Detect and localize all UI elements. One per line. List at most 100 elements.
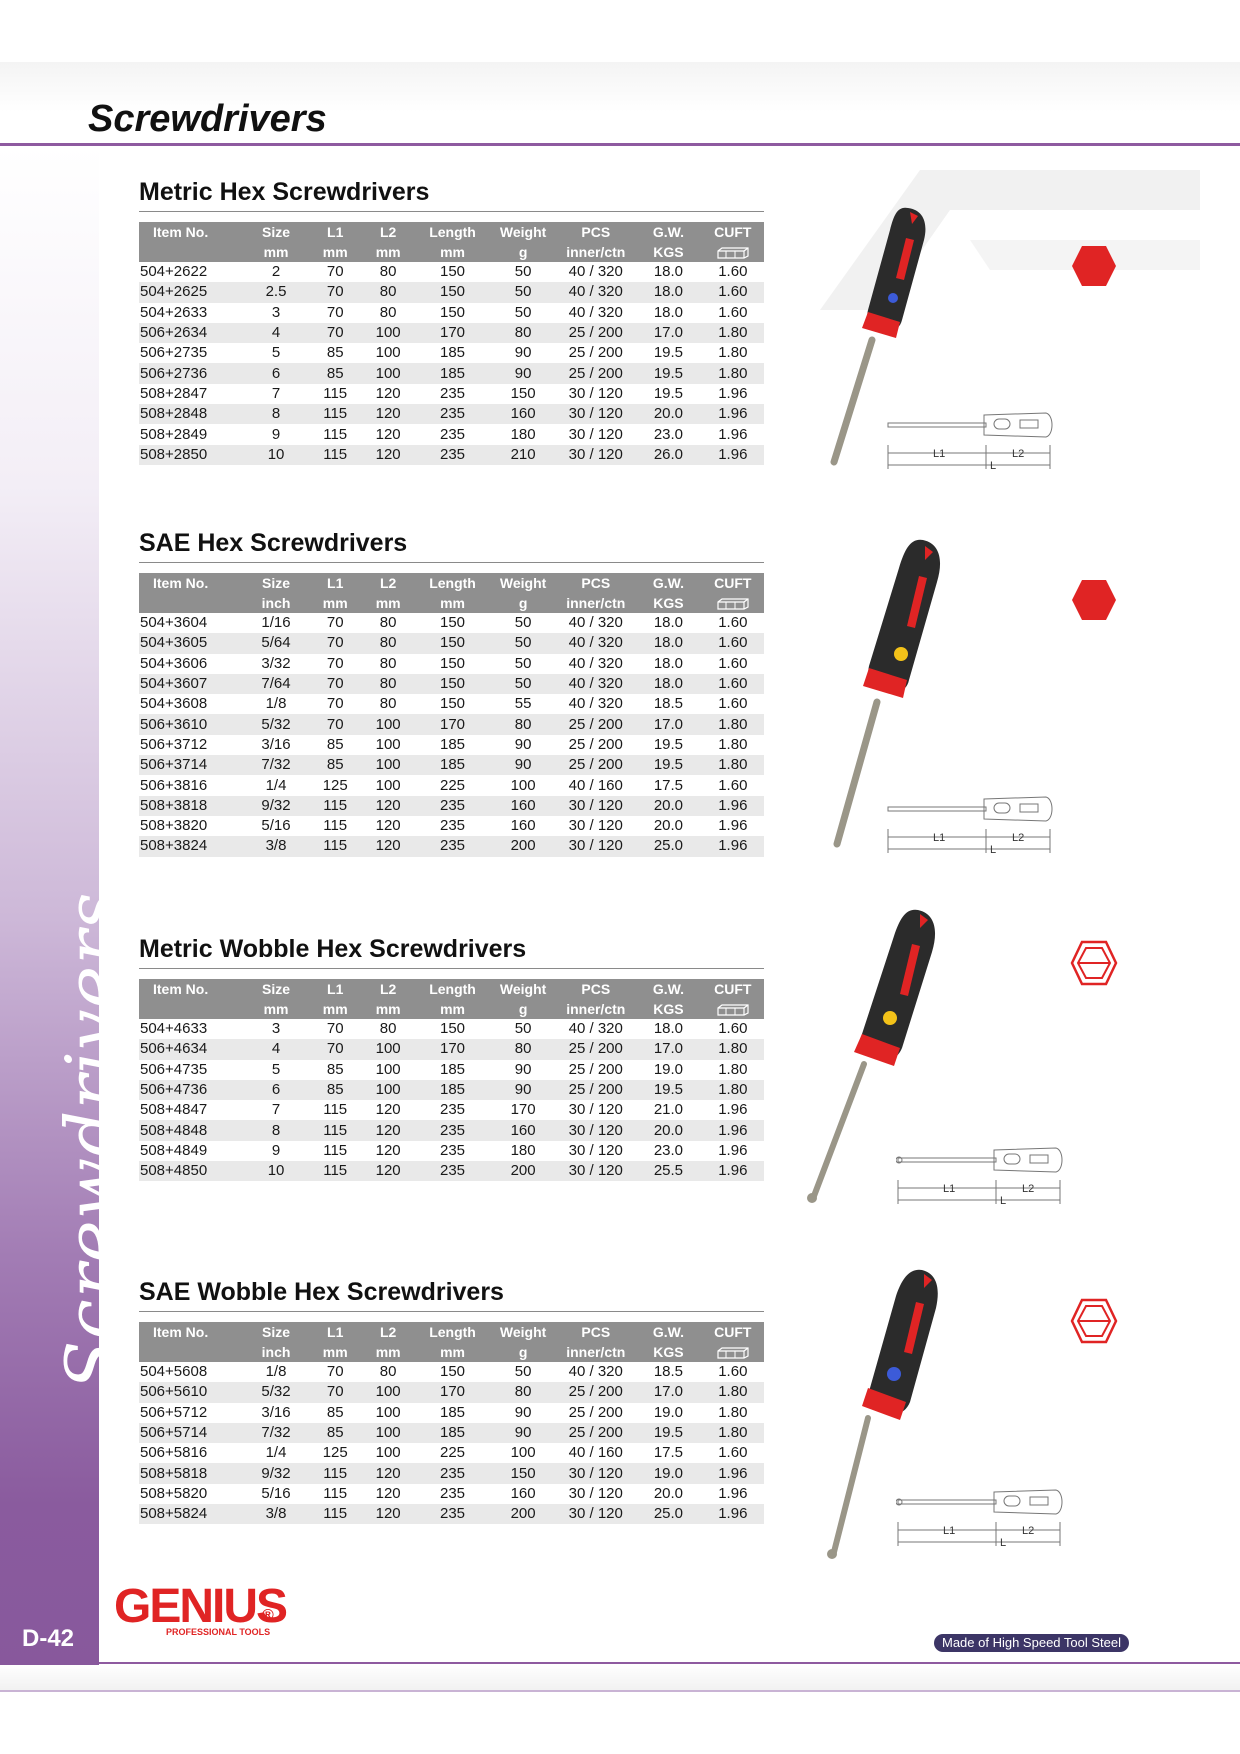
table-cell: 5/32 — [242, 1382, 310, 1403]
table-cell: 200 — [489, 836, 557, 857]
table-cell: 160 — [489, 795, 557, 816]
column-unit: inch — [261, 1344, 291, 1360]
table-cell: 19.5 — [653, 735, 684, 753]
table-cell: 80 — [489, 322, 557, 344]
table-cell: 100 — [510, 776, 536, 794]
table-cell: 1.96 — [701, 1120, 764, 1141]
column-unit: mm — [440, 595, 465, 611]
table-cell: 1.96 — [701, 444, 764, 465]
column-header: L1 — [327, 981, 344, 997]
table-cell: 150 — [440, 303, 466, 321]
table-cell: 160 — [489, 1120, 557, 1141]
table-cell: 180 — [510, 425, 536, 443]
table-cell: 506+4736 — [139, 1079, 243, 1101]
table-cell: 17.0 — [635, 714, 702, 735]
table-cell: 50 — [514, 1363, 532, 1381]
table-cell: 1.60 — [718, 1444, 748, 1462]
table-cell: 5/16 — [261, 817, 291, 835]
dim-l: L — [1000, 1537, 1006, 1549]
table-cell: 4 — [242, 1039, 310, 1060]
table-cell: 25.5 — [635, 1161, 702, 1182]
table-cell: 6 — [242, 363, 310, 384]
table-cell: 120 — [375, 384, 401, 402]
column-header: Item No. — [153, 224, 209, 240]
table-cell: 150 — [415, 282, 490, 303]
table-cell: 17.0 — [635, 1039, 702, 1060]
brand-subtitle: PROFESSIONAL TOOLS — [166, 1627, 271, 1637]
table-cell: 1.96 — [701, 795, 764, 816]
table-cell: 120 — [361, 444, 416, 465]
table-cell: 80 — [379, 654, 397, 672]
table-cell: 80 — [379, 303, 397, 321]
column-header: L2 — [379, 1324, 397, 1340]
table-cell: 120 — [361, 795, 416, 816]
column-header: Weight — [499, 981, 547, 997]
column-unit: inch — [261, 595, 291, 611]
table-cell: 1.60 — [718, 1363, 748, 1381]
table-cell: 150 — [415, 673, 490, 695]
table-cell: 70 — [309, 322, 362, 344]
table-cell: 80 — [361, 282, 416, 303]
table-cell: 150 — [415, 633, 490, 654]
table-cell: 210 — [489, 444, 557, 465]
table-cell: 3 — [271, 1020, 281, 1038]
table-cell: 7 — [271, 1101, 281, 1119]
table-cell: 1.60 — [718, 303, 748, 321]
column-header: G.W. — [652, 575, 684, 591]
footer-band — [0, 1665, 1240, 1691]
column-header: CUFT — [714, 224, 752, 240]
table-cell: 5/64 — [242, 633, 310, 654]
column-header: CUFT — [714, 1324, 752, 1340]
table-cell: 100 — [375, 1444, 401, 1462]
table-cell: 235 — [415, 1120, 490, 1141]
section-sae-wobble-hex: SAE Wobble Hex Screwdrivers Item No.Size… — [139, 1275, 764, 1525]
table-cell: 85 — [326, 1060, 344, 1078]
table-cell: 1.80 — [701, 363, 764, 384]
table-cell: 90 — [514, 1060, 532, 1078]
table-cell: 18.0 — [653, 303, 684, 321]
footer-divider — [99, 1662, 1240, 1664]
table-cell: 90 — [489, 363, 557, 384]
table-cell: 25.0 — [635, 836, 702, 857]
table-cell: 170 — [415, 322, 490, 344]
table-cell: 120 — [375, 1141, 401, 1159]
table-cell: 30 / 120 — [556, 404, 636, 425]
table-cell: 185 — [440, 344, 466, 362]
table-cell: 17.5 — [653, 1444, 684, 1462]
table-cell: 80 — [361, 673, 416, 695]
table-cell: 115 — [309, 1120, 362, 1141]
table-cell: 508+3824 — [139, 836, 243, 857]
table-cell: 506+5714 — [139, 1422, 243, 1444]
table-cell: 1.80 — [701, 714, 764, 735]
dimension-diagram: L1 L2 L — [896, 1489, 1063, 1549]
table-cell: 9 — [271, 425, 281, 443]
table-cell: 1.80 — [718, 344, 748, 362]
table-cell: 1.96 — [718, 384, 748, 402]
table-cell: 1.96 — [701, 1463, 764, 1484]
table-cell: 21.0 — [653, 1101, 684, 1119]
table-cell: 185 — [440, 735, 466, 753]
column-header: L2 — [379, 981, 397, 997]
table-cell: 70 — [326, 695, 344, 713]
column-unit: inner/ctn — [566, 595, 626, 611]
table-cell: 70 — [309, 673, 362, 695]
table-cell: 170 — [415, 714, 490, 735]
column-header: Size — [262, 981, 291, 997]
table-cell: 170 — [415, 1382, 490, 1403]
table-cell: 170 — [415, 1039, 490, 1060]
page-title: Screwdrivers — [88, 98, 327, 140]
table-cell: 70 — [326, 263, 344, 281]
table-cell: 25 / 200 — [556, 755, 636, 776]
table-cell: 125 — [322, 1444, 348, 1462]
table-cell: 508+5820 — [140, 1484, 208, 1502]
